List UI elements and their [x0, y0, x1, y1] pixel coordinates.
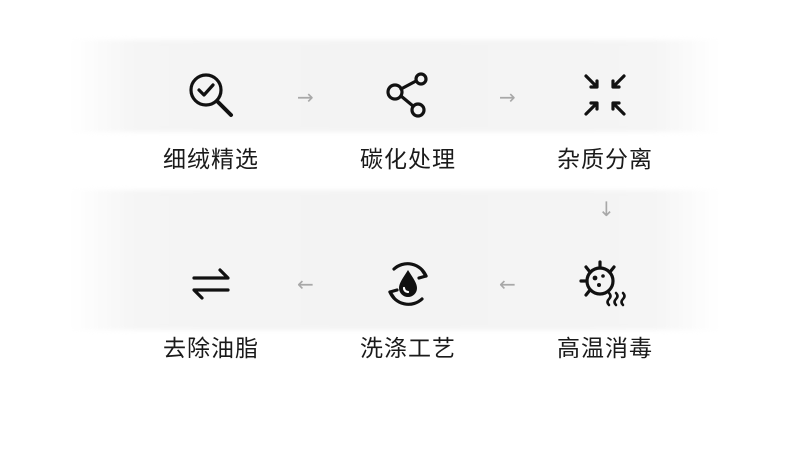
scatter-arrows-icon	[584, 74, 626, 116]
step-carbonization: 碳化处理	[318, 68, 498, 174]
arrow-left: ←	[499, 272, 516, 296]
step-high-temp-disinfection: 高温消毒	[515, 257, 695, 363]
arrow-right: →	[499, 85, 516, 109]
swap-arrows-icon	[192, 268, 230, 300]
step-degreasing: 去除油脂	[121, 257, 301, 363]
step-label: 细绒精选	[163, 147, 259, 173]
background-band-bottom	[70, 190, 720, 330]
step-impurity-separation: 杂质分离	[515, 68, 695, 174]
molecule-nodes-icon	[386, 72, 428, 118]
bacteria-heat-icon	[579, 260, 626, 307]
arrow-down: ↓	[598, 197, 615, 221]
step-fine-selection: 细绒精选	[121, 68, 301, 174]
step-label: 碳化处理	[360, 147, 456, 173]
arrow-right: →	[297, 85, 314, 109]
step-label: 杂质分离	[557, 147, 653, 173]
step-label: 洗涤工艺	[360, 336, 456, 362]
step-label: 去除油脂	[163, 336, 259, 362]
water-drop-cycle-icon	[388, 262, 428, 306]
step-washing: 洗涤工艺	[318, 257, 498, 363]
step-label: 高温消毒	[557, 336, 653, 362]
magnifier-check-icon	[189, 73, 233, 117]
arrow-left: ←	[297, 272, 314, 296]
